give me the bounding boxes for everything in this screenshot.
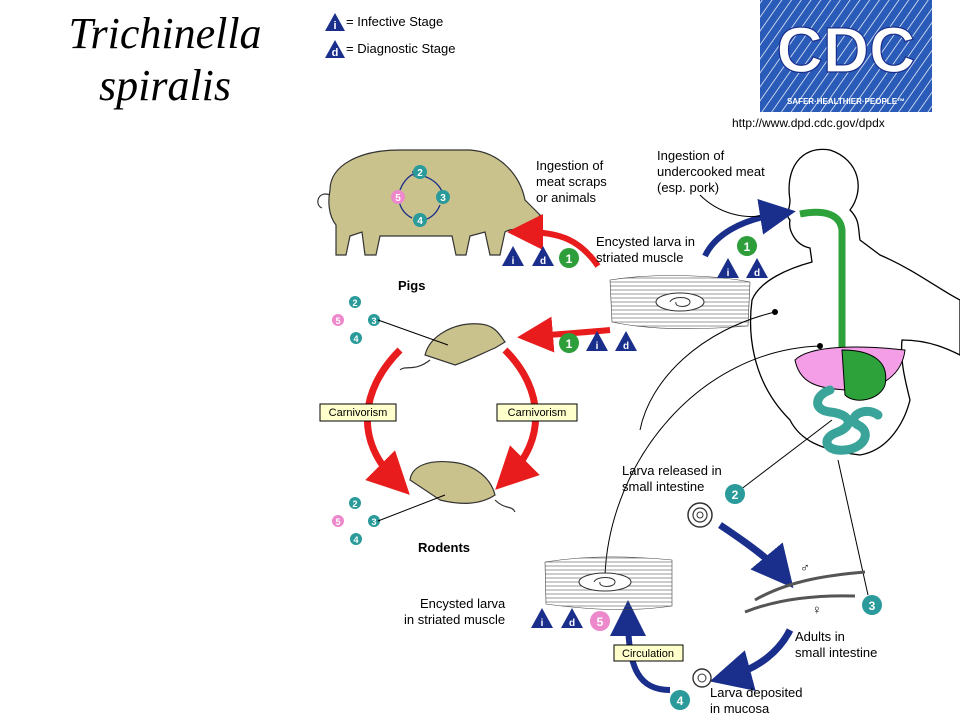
svg-text:5: 5 (335, 517, 340, 527)
cdc-logo-letters: CDC (777, 14, 916, 86)
rodent-bottom (409, 460, 516, 513)
circulation-box: Circulation (613, 644, 684, 662)
cdc-logo: CDC SAFER·HEALTHIER·PEOPLE™ (760, 0, 932, 112)
svg-text:5: 5 (395, 193, 401, 204)
svg-text:4: 4 (417, 216, 423, 227)
carnivorism-box-left: Carnivorism (319, 403, 397, 422)
ingestion-scraps-label: Ingestion of meat scraps or animals (536, 158, 610, 205)
male-symbol: ♂ (800, 560, 810, 575)
circulation-arrow (610, 600, 671, 693)
legend-infective-label: = Infective Stage (346, 14, 444, 29)
rodent-ingestion-badges: 1 i d (559, 331, 637, 353)
svg-text:4: 4 (353, 535, 358, 545)
deposited-larva-icon (692, 668, 712, 688)
svg-text:Circulation: Circulation (622, 648, 674, 660)
larva-released-label: Larva released in small intestine (622, 463, 725, 494)
ingestion-meat-label: Ingestion of undercooked meat (esp. pork… (657, 148, 768, 195)
svg-text:3: 3 (440, 193, 446, 204)
svg-text:1: 1 (566, 337, 573, 351)
pigs-label: Pigs (398, 278, 425, 293)
female-symbol: ♀ (812, 602, 822, 617)
rodent-top-stage-ring: 2 3 4 5 (332, 296, 449, 346)
rodent-bottom-stage-ring: 2 3 4 5 (332, 494, 446, 545)
coiled-larva-icon (687, 502, 713, 528)
stage-3-badge (862, 595, 882, 615)
svg-text:4: 4 (677, 694, 684, 708)
svg-text:d: d (754, 268, 760, 279)
svg-text:Carnivorism: Carnivorism (508, 407, 567, 419)
encysted-muscle-top (609, 275, 751, 329)
svg-text:d: d (540, 256, 546, 267)
svg-text:i: i (596, 341, 599, 352)
svg-text:3: 3 (869, 599, 876, 613)
rodents-label: Rodents (418, 540, 470, 555)
svg-text:i: i (512, 256, 515, 267)
svg-text:5: 5 (335, 316, 340, 326)
human-ingestion-badges: 1 i d (717, 236, 768, 279)
svg-text:1: 1 (566, 252, 573, 266)
infective-stage-icon: i (325, 12, 345, 32)
svg-text:1: 1 (744, 240, 751, 254)
svg-text:5: 5 (597, 615, 604, 629)
to-mucosa-arrow (709, 628, 794, 691)
ingestion-human-arrow (702, 199, 796, 258)
adults-label: Adults in small intestine (795, 629, 877, 660)
title-line-2: spiralis (98, 61, 232, 110)
title-line-1: Trichinella (68, 9, 262, 58)
pig-ingestion-badges: i d 1 (502, 246, 579, 268)
encysted-muscle-bottom (544, 556, 673, 610)
carnivorism-box-right: Carnivorism (496, 403, 578, 422)
svg-text:3: 3 (371, 316, 376, 326)
pig-illustration (317, 149, 541, 256)
legend-diagnostic: d = Diagnostic Stage (324, 35, 455, 62)
to-adults-arrow (718, 522, 794, 589)
svg-text:2: 2 (417, 168, 423, 179)
adult-worms-illustration (744, 570, 866, 614)
svg-text:d: d (332, 47, 339, 59)
encysted-bottom-badges: i d 5 (531, 608, 610, 631)
svg-text:4: 4 (353, 334, 358, 344)
svg-text:2: 2 (352, 298, 357, 308)
ingestion-rodent-arrow (517, 316, 611, 353)
svg-text:3: 3 (371, 517, 376, 527)
diagnostic-stage-icon: d (325, 39, 345, 59)
svg-text:d: d (569, 618, 575, 629)
svg-text:2: 2 (352, 499, 357, 509)
encysted-bottom-label: Encysted larva in striated muscle (404, 596, 509, 627)
svg-text:i: i (333, 20, 336, 32)
cdc-logo-tagline: SAFER·HEALTHIER·PEOPLE™ (787, 97, 905, 106)
svg-text:Carnivorism: Carnivorism (329, 407, 388, 419)
rodent-top (399, 323, 506, 371)
human-figure (749, 148, 960, 456)
larva-deposited-label: Larva deposited in mucosa (710, 685, 806, 716)
svg-text:i: i (727, 268, 730, 279)
svg-text:2: 2 (732, 488, 739, 502)
ingestion-pig-arrow (507, 214, 601, 268)
cdc-url: http://www.dpd.cdc.gov/dpdx (732, 116, 885, 130)
pig-stage-ring: 2 3 4 5 (391, 165, 450, 227)
legend-diagnostic-label: = Diagnostic Stage (346, 41, 456, 56)
legend: i = Infective Stage d = Diagnostic Stage (324, 8, 455, 62)
encysted-top-label: Encysted larva in striated muscle (596, 234, 699, 265)
page-title: Trichinella spiralis (0, 8, 330, 112)
legend-infective: i = Infective Stage (324, 8, 455, 35)
stage-4-badge (670, 690, 690, 710)
stage-2-badge (725, 484, 745, 504)
svg-text:i: i (541, 618, 544, 629)
svg-text:d: d (623, 341, 629, 352)
